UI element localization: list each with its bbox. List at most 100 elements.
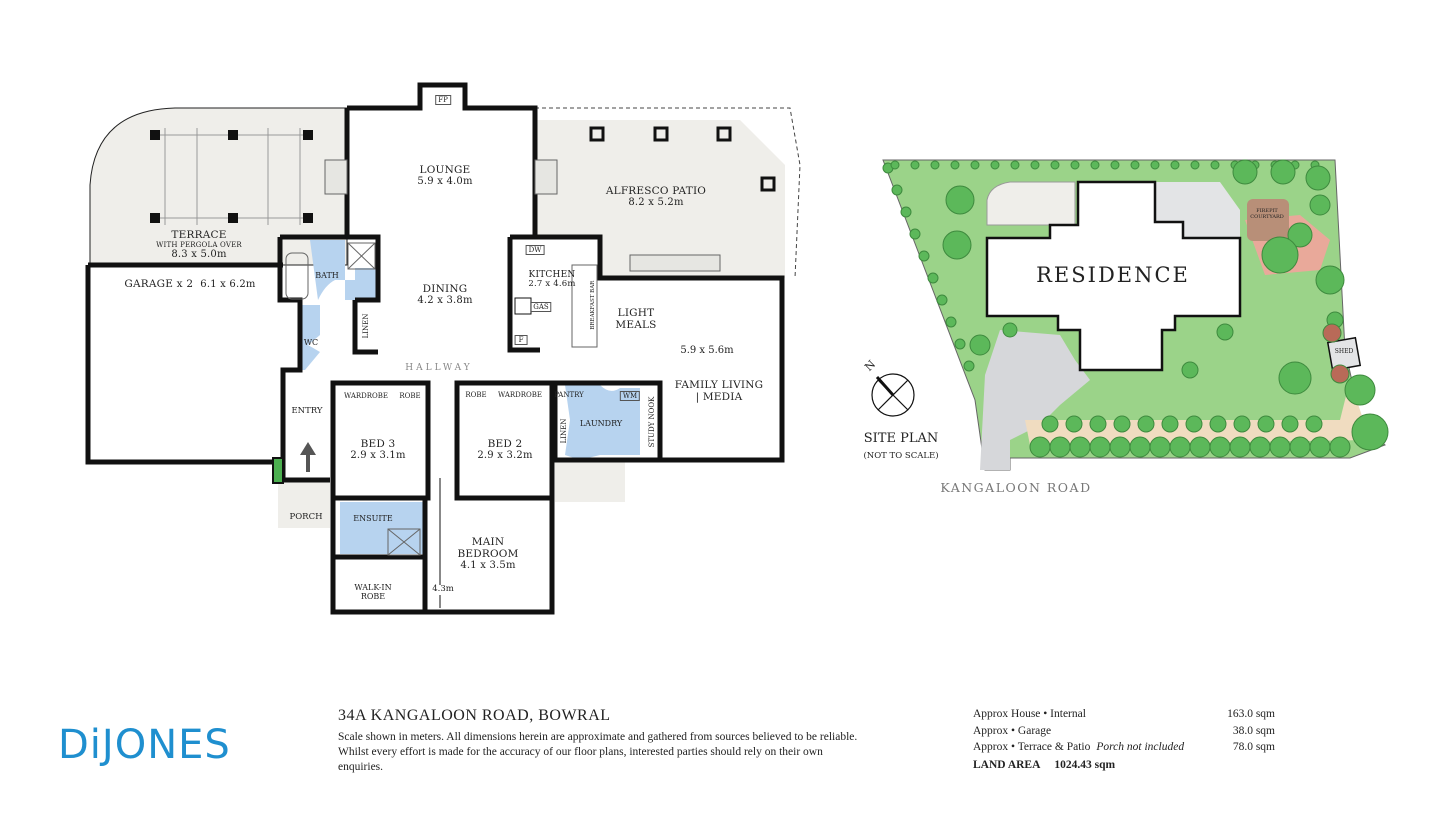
tree [1181,361,1199,379]
dijones-logo: DiJONES [58,722,231,768]
disclaimer: Scale shown in meters. All dimensions he… [338,731,858,773]
tree [1113,415,1131,433]
pantry-label: PANTRY [554,391,584,399]
family-dim-label: 5.9 x 5.6m [680,345,734,356]
alfresco-area [535,120,785,278]
tree [1110,160,1120,170]
tree [1232,159,1258,185]
room-name: DINING [422,283,468,295]
room-name: BED 2 [487,438,523,450]
bed3-robe-label: ROBE [399,392,421,400]
tree [1089,415,1107,433]
tree [1278,361,1312,395]
room-dim: 5.9 x 4.0m [417,176,473,188]
tree [1065,415,1083,433]
tree [1309,436,1331,458]
tree [1149,436,1171,458]
bed2-wardrobe-label: WARDROBE [497,391,543,399]
room-name: WALK-IN [354,583,392,592]
tree [954,338,966,350]
tree [1070,160,1080,170]
site-plan-subtitle: (NOT TO SCALE) [863,451,939,461]
room-dim: 4.2 x 3.8m [417,295,473,307]
tree [1315,265,1345,295]
area-label: Approx • Terrace & Patio [973,741,1091,753]
hallway-label: HALLWAY [405,363,473,373]
tree [891,184,903,196]
wc-label: WC [303,338,319,347]
tree [1344,374,1376,406]
tree [918,250,930,262]
tree [930,160,940,170]
tree [1041,415,1059,433]
tree [1137,415,1155,433]
room-name: FAMILY LIVING [674,379,764,391]
room-name: MEALS [615,319,657,332]
tree [963,360,975,372]
room-dim: 8.3 x 5.0m [171,249,227,261]
tree [909,228,921,240]
fridge-label: F [514,335,528,346]
tree [1170,160,1180,170]
tree [1169,436,1191,458]
tree [1209,436,1231,458]
tree [1269,436,1291,458]
tree [1050,160,1060,170]
tree [1330,364,1350,384]
tree [1249,436,1271,458]
area-label: Approx • Garage [973,724,1052,737]
linen-label-2: LINEN [559,418,568,444]
tree [890,160,900,170]
tree [950,160,960,170]
tree [1030,160,1040,170]
tree [1190,160,1200,170]
room-name: ALFRESCO PATIO [605,185,707,197]
terrace-area [89,107,348,266]
tree [1090,160,1100,170]
study-nook-label: STUDY NOOK [647,396,656,448]
room-name: GARAGE x 2 [124,278,194,290]
compass [871,373,915,417]
tree [1069,436,1091,458]
tree [927,272,939,284]
tree [990,160,1000,170]
tree [1351,413,1389,451]
wet-areas [298,240,640,554]
tree [1089,436,1111,458]
porch-label: PORCH [289,512,323,522]
tree [942,230,972,260]
site-plan-drawing [871,159,1389,471]
wm-label: WM [619,391,641,402]
bed3-wardrobe-label: WARDROBE [343,392,389,400]
bed2-robe-label: ROBE [465,391,487,399]
tree [900,206,912,218]
tree [1322,323,1342,343]
linen-label: LINEN [361,313,370,339]
road-label: KANGALOON ROAD [940,480,1092,495]
tree [1305,415,1323,433]
tree [1150,160,1160,170]
porch-area [278,480,330,528]
breakfast-bar-label: BREAKFAST BAR [589,280,596,330]
fireplace-label: FP [435,95,451,106]
room-note: WITH PERGOLA OVER [156,241,242,250]
room-dim: 2.9 x 3.1m [350,450,406,462]
bath-label: BATH [315,271,339,280]
trees [882,159,1389,458]
tree [1305,165,1331,191]
tree [1129,436,1151,458]
land-area-value: 1024.43 sqm [1054,758,1116,771]
room-dim: 2.7 x 4.6m [528,279,576,290]
tree [1209,415,1227,433]
step-area [555,462,625,502]
